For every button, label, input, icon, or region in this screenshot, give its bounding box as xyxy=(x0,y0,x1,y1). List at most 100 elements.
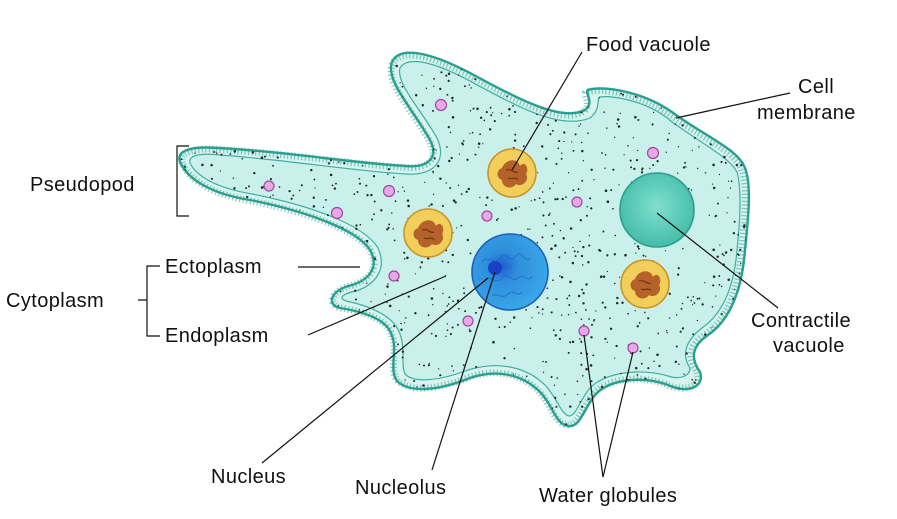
granule xyxy=(571,340,575,344)
granule xyxy=(275,144,278,148)
granule xyxy=(315,100,319,104)
granule xyxy=(314,187,316,189)
granule xyxy=(750,270,752,272)
granule xyxy=(260,407,263,411)
granule xyxy=(236,113,239,116)
granule xyxy=(285,133,289,136)
granule xyxy=(310,349,312,351)
granule xyxy=(343,412,346,415)
granule xyxy=(732,297,735,300)
granule xyxy=(358,182,362,185)
granule xyxy=(472,107,475,110)
granule xyxy=(712,186,716,190)
granule xyxy=(582,245,585,249)
granule xyxy=(378,98,381,101)
granule xyxy=(230,247,232,249)
granule xyxy=(568,304,571,306)
granule xyxy=(271,100,273,102)
granule xyxy=(433,77,436,80)
granule xyxy=(234,283,237,286)
granule xyxy=(202,53,205,57)
granule xyxy=(463,292,466,295)
granule xyxy=(720,160,723,164)
granule xyxy=(353,193,356,196)
granule xyxy=(250,367,253,369)
granule xyxy=(601,152,603,154)
granule xyxy=(666,138,669,141)
granule xyxy=(711,306,714,308)
granule xyxy=(195,424,198,427)
granule xyxy=(394,200,397,203)
granule xyxy=(593,425,596,427)
granule xyxy=(420,261,423,264)
granule xyxy=(414,94,418,97)
granule xyxy=(466,158,469,161)
pseudopod-bracket xyxy=(176,145,189,217)
granule xyxy=(509,321,512,323)
granule xyxy=(490,396,493,399)
granule xyxy=(733,220,736,223)
granule xyxy=(343,384,346,387)
granule xyxy=(590,323,594,326)
granule xyxy=(449,131,452,134)
granule xyxy=(276,410,279,413)
granule xyxy=(666,330,668,332)
granule xyxy=(323,273,325,275)
granule xyxy=(580,318,583,321)
granule xyxy=(550,413,553,415)
granule xyxy=(580,428,582,430)
granule xyxy=(590,207,593,210)
granule xyxy=(753,375,755,377)
granule xyxy=(288,115,290,118)
granule xyxy=(730,367,733,371)
granule xyxy=(374,389,377,392)
granule xyxy=(458,307,460,310)
granule xyxy=(559,229,562,232)
granule xyxy=(579,240,581,243)
granule xyxy=(217,249,220,252)
granule xyxy=(525,309,527,311)
granule xyxy=(337,326,340,329)
granule xyxy=(272,194,274,196)
granule xyxy=(698,146,700,148)
granule xyxy=(288,92,290,94)
granule xyxy=(632,76,635,79)
granule xyxy=(691,304,694,306)
granule xyxy=(404,379,406,381)
granule xyxy=(724,251,728,254)
granule xyxy=(300,303,303,306)
granule xyxy=(179,293,181,296)
granule xyxy=(704,333,707,336)
granule xyxy=(649,167,651,169)
granule xyxy=(297,232,299,234)
granule xyxy=(387,338,390,342)
granule xyxy=(439,177,442,181)
granule xyxy=(388,223,391,226)
granule xyxy=(691,95,694,99)
granule xyxy=(200,123,203,126)
granule xyxy=(274,407,277,409)
granule xyxy=(606,270,609,273)
granule xyxy=(692,296,695,298)
granule xyxy=(355,133,357,135)
granule xyxy=(408,411,412,414)
granule xyxy=(273,77,276,80)
granule xyxy=(635,159,639,162)
granule xyxy=(582,302,585,305)
granule xyxy=(469,329,472,333)
granule xyxy=(302,128,305,130)
granule xyxy=(698,297,701,300)
granule xyxy=(610,189,613,192)
granule xyxy=(533,198,536,201)
granule xyxy=(451,116,455,119)
granule xyxy=(257,373,261,377)
granule xyxy=(372,407,375,410)
granule xyxy=(448,296,451,299)
granule xyxy=(554,76,558,79)
granule xyxy=(237,380,240,383)
granule xyxy=(333,187,337,190)
granule xyxy=(248,185,250,188)
granule xyxy=(611,69,613,71)
granule xyxy=(459,59,462,62)
granule xyxy=(387,173,389,175)
